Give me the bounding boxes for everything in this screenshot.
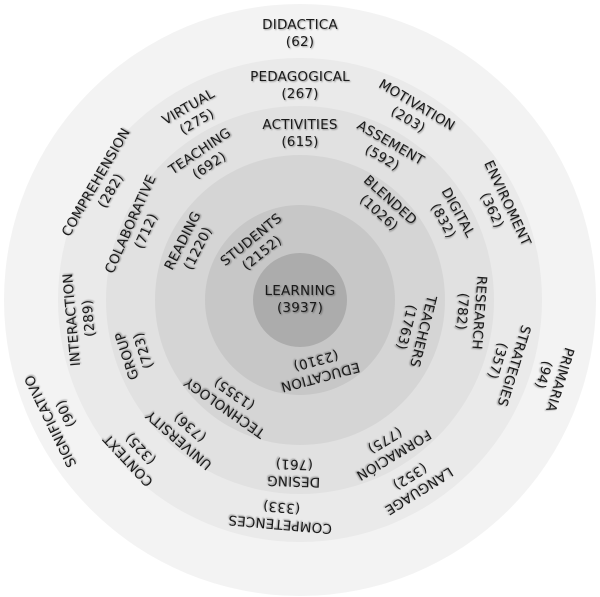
term-count: (267): [281, 86, 319, 102]
term-count: (761): [275, 455, 314, 473]
term-count: (615): [281, 134, 319, 150]
term-count: (62): [285, 34, 315, 50]
ring-level-1: [253, 253, 347, 347]
term-label: ACTIVITIES: [262, 117, 338, 133]
term-label: LEARNING: [264, 283, 336, 299]
term-label: DESING: [266, 471, 321, 490]
term-count: (3937): [276, 300, 324, 316]
term-label: PEDAGOGICAL: [250, 69, 350, 85]
term-label: DIDACTICA: [262, 17, 338, 33]
